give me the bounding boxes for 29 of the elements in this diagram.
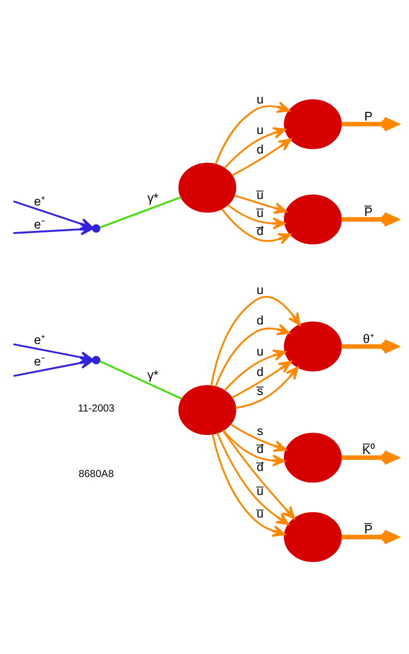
edge-label: d [256,364,264,378]
edge-label: u [256,282,264,297]
edge-label: s [256,423,264,438]
edge-label: γ* [147,190,158,205]
edge-label: e⁺ [34,194,45,208]
edge-label: d̅ [256,441,264,456]
edge-label: K̅⁰ [362,442,375,457]
edge-label: u [256,92,264,106]
edge-label: P̅ [364,204,373,218]
edge-label: γ* [147,368,158,382]
edge-label: e⁺ [34,332,45,347]
edge-label: u̅ [256,506,264,520]
label: 8680A8 [78,468,114,480]
edge-label: u̅ [256,187,264,202]
edge-label: u [256,344,264,358]
edge-label: d [256,313,264,328]
edge-label: P̅ [364,522,373,536]
edge-label: u̅ [256,483,264,498]
edge-label: d [256,142,264,156]
edge-label: u [256,122,264,137]
edge-label: e⁻ [34,354,45,368]
label: 11-2003 [78,402,114,414]
edge-label: e⁻ [34,216,45,231]
edge-label: d̅ [256,224,264,238]
edge-label: θ⁺ [362,331,374,346]
edge-label: s̅ [256,384,264,398]
edge-label: P [364,109,373,124]
edge-label: d̅ [256,460,264,474]
edge-label: u̅ [256,205,264,220]
